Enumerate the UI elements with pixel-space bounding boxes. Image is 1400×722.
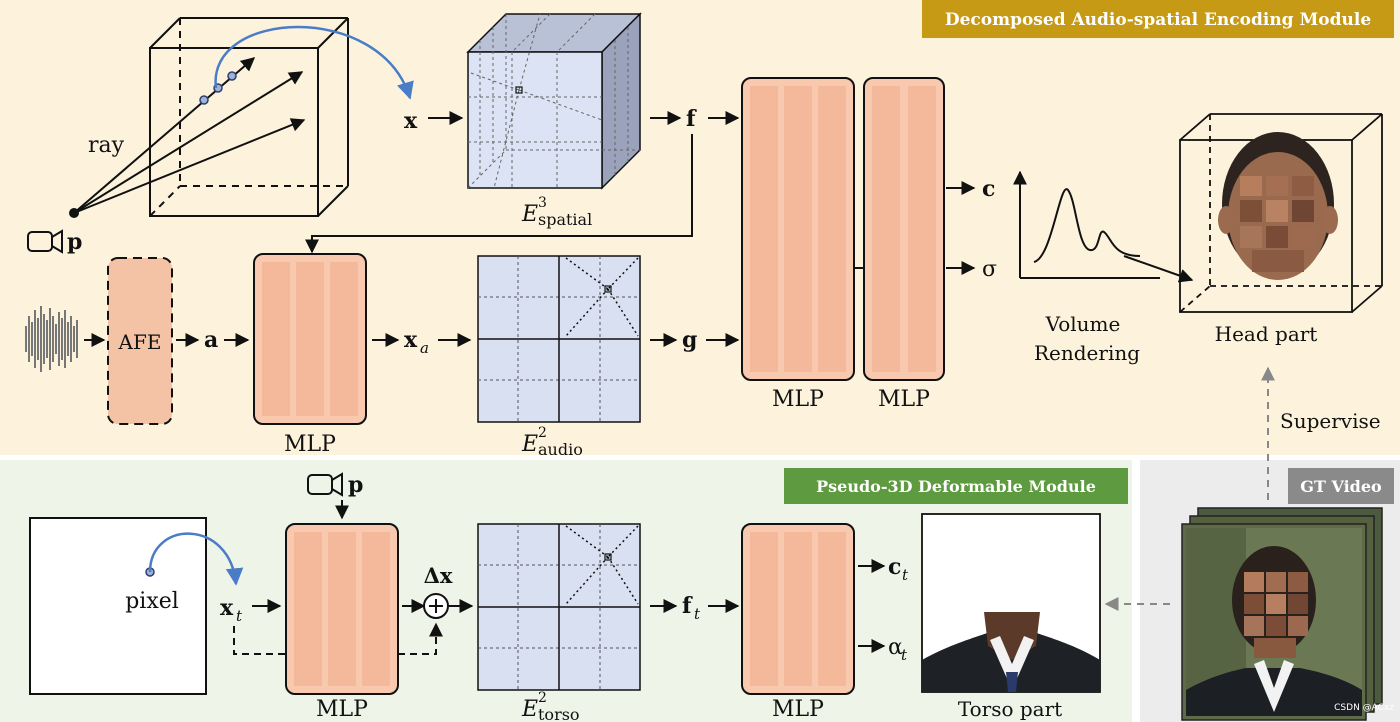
bottom-module-badge bbox=[784, 468, 1128, 504]
audio-hash-grid bbox=[477, 255, 641, 423]
top-module-badge bbox=[922, 0, 1394, 38]
gt-video-title: GT Video bbox=[1300, 477, 1382, 496]
xa-sub: a bbox=[420, 339, 429, 357]
ray-cube bbox=[149, 17, 349, 217]
density-mlp-label: MLP bbox=[772, 387, 824, 412]
ray-lines bbox=[73, 57, 306, 214]
sigma-label: σ bbox=[982, 257, 997, 282]
xa-label: x bbox=[404, 327, 418, 353]
color-mlp-label: MLP bbox=[878, 387, 930, 412]
audio-mlp-label: MLP bbox=[284, 432, 336, 457]
e-audio-label: E bbox=[521, 432, 538, 457]
audio-waveform bbox=[25, 306, 78, 372]
e-spatial-sup: 3 bbox=[538, 195, 547, 211]
torso-mlp-label: MLP bbox=[772, 697, 824, 722]
bottom-module-title: Pseudo-3D Deformable Module bbox=[816, 477, 1096, 496]
f-label: f bbox=[686, 106, 697, 132]
torso-mlp-block bbox=[741, 523, 855, 695]
afe-block bbox=[107, 257, 173, 425]
gt-video-frames bbox=[1181, 507, 1383, 721]
e-audio-sup: 2 bbox=[538, 425, 547, 441]
color-mlp-block bbox=[863, 77, 945, 381]
volume-rendering-plot bbox=[1013, 170, 1160, 279]
ft-label: f bbox=[682, 593, 693, 619]
ray-arc-arrow bbox=[214, 25, 414, 100]
torso-image bbox=[921, 513, 1101, 693]
audio-mlp-block bbox=[253, 253, 367, 425]
camera-origin-dot bbox=[69, 208, 79, 218]
pixel-label: pixel bbox=[125, 589, 179, 614]
top-module-panel bbox=[0, 0, 1400, 455]
a-label: a bbox=[204, 327, 218, 353]
ray-label: ray bbox=[88, 133, 125, 158]
xt-sub: t bbox=[236, 607, 243, 625]
rendering-label: Rendering bbox=[1034, 341, 1140, 365]
camera-p-label: p bbox=[67, 229, 82, 255]
camera-icon bbox=[27, 229, 63, 254]
head-face-image bbox=[1218, 132, 1338, 280]
e-torso-sub: torso bbox=[538, 705, 580, 722]
head-part-label: Head part bbox=[1215, 322, 1318, 346]
camera-p-label-bottom: p bbox=[348, 472, 363, 498]
f-feedback-line bbox=[305, 134, 693, 254]
e-torso-label: E bbox=[521, 697, 538, 722]
e-spatial-sub: spatial bbox=[538, 210, 592, 229]
ct-sub: t bbox=[902, 566, 909, 584]
e-torso-sup: 2 bbox=[538, 690, 547, 706]
g-label: g bbox=[682, 327, 697, 353]
head-cube bbox=[1179, 113, 1383, 313]
pixel-arc-arrow bbox=[148, 532, 244, 586]
volume-label: Volume bbox=[1045, 312, 1121, 336]
e-spatial-label: E bbox=[521, 202, 538, 227]
e-audio-sub: audio bbox=[538, 440, 583, 459]
density-mlp-block bbox=[741, 77, 855, 381]
ft-sub: t bbox=[694, 605, 701, 623]
xt-label: x bbox=[220, 595, 234, 621]
spatial-hash-cube bbox=[466, 12, 642, 190]
gt-video-badge bbox=[1288, 468, 1394, 504]
deform-mlp-block bbox=[285, 523, 399, 695]
alpha-label: α bbox=[888, 635, 903, 660]
delta-x-label: Δx bbox=[424, 563, 453, 588]
x-label: x bbox=[404, 108, 418, 134]
deform-mlp-label: MLP bbox=[316, 697, 368, 722]
afe-label: AFE bbox=[118, 330, 162, 354]
ct-label: c bbox=[888, 554, 901, 580]
alpha-sub: t bbox=[901, 646, 908, 664]
image-plane bbox=[29, 517, 207, 695]
sample-points bbox=[199, 71, 237, 105]
top-module-title: Decomposed Audio-spatial Encoding Module bbox=[945, 10, 1371, 30]
c-label: c bbox=[982, 176, 995, 202]
xt-skip-line bbox=[233, 622, 443, 655]
watermark: CSDN @ACxz bbox=[1334, 703, 1394, 713]
torso-hash-grid bbox=[477, 523, 641, 691]
torso-part-label: Torso part bbox=[958, 697, 1062, 721]
camera-icon-bottom bbox=[307, 472, 343, 497]
supervise-label: Supervise bbox=[1280, 409, 1381, 433]
